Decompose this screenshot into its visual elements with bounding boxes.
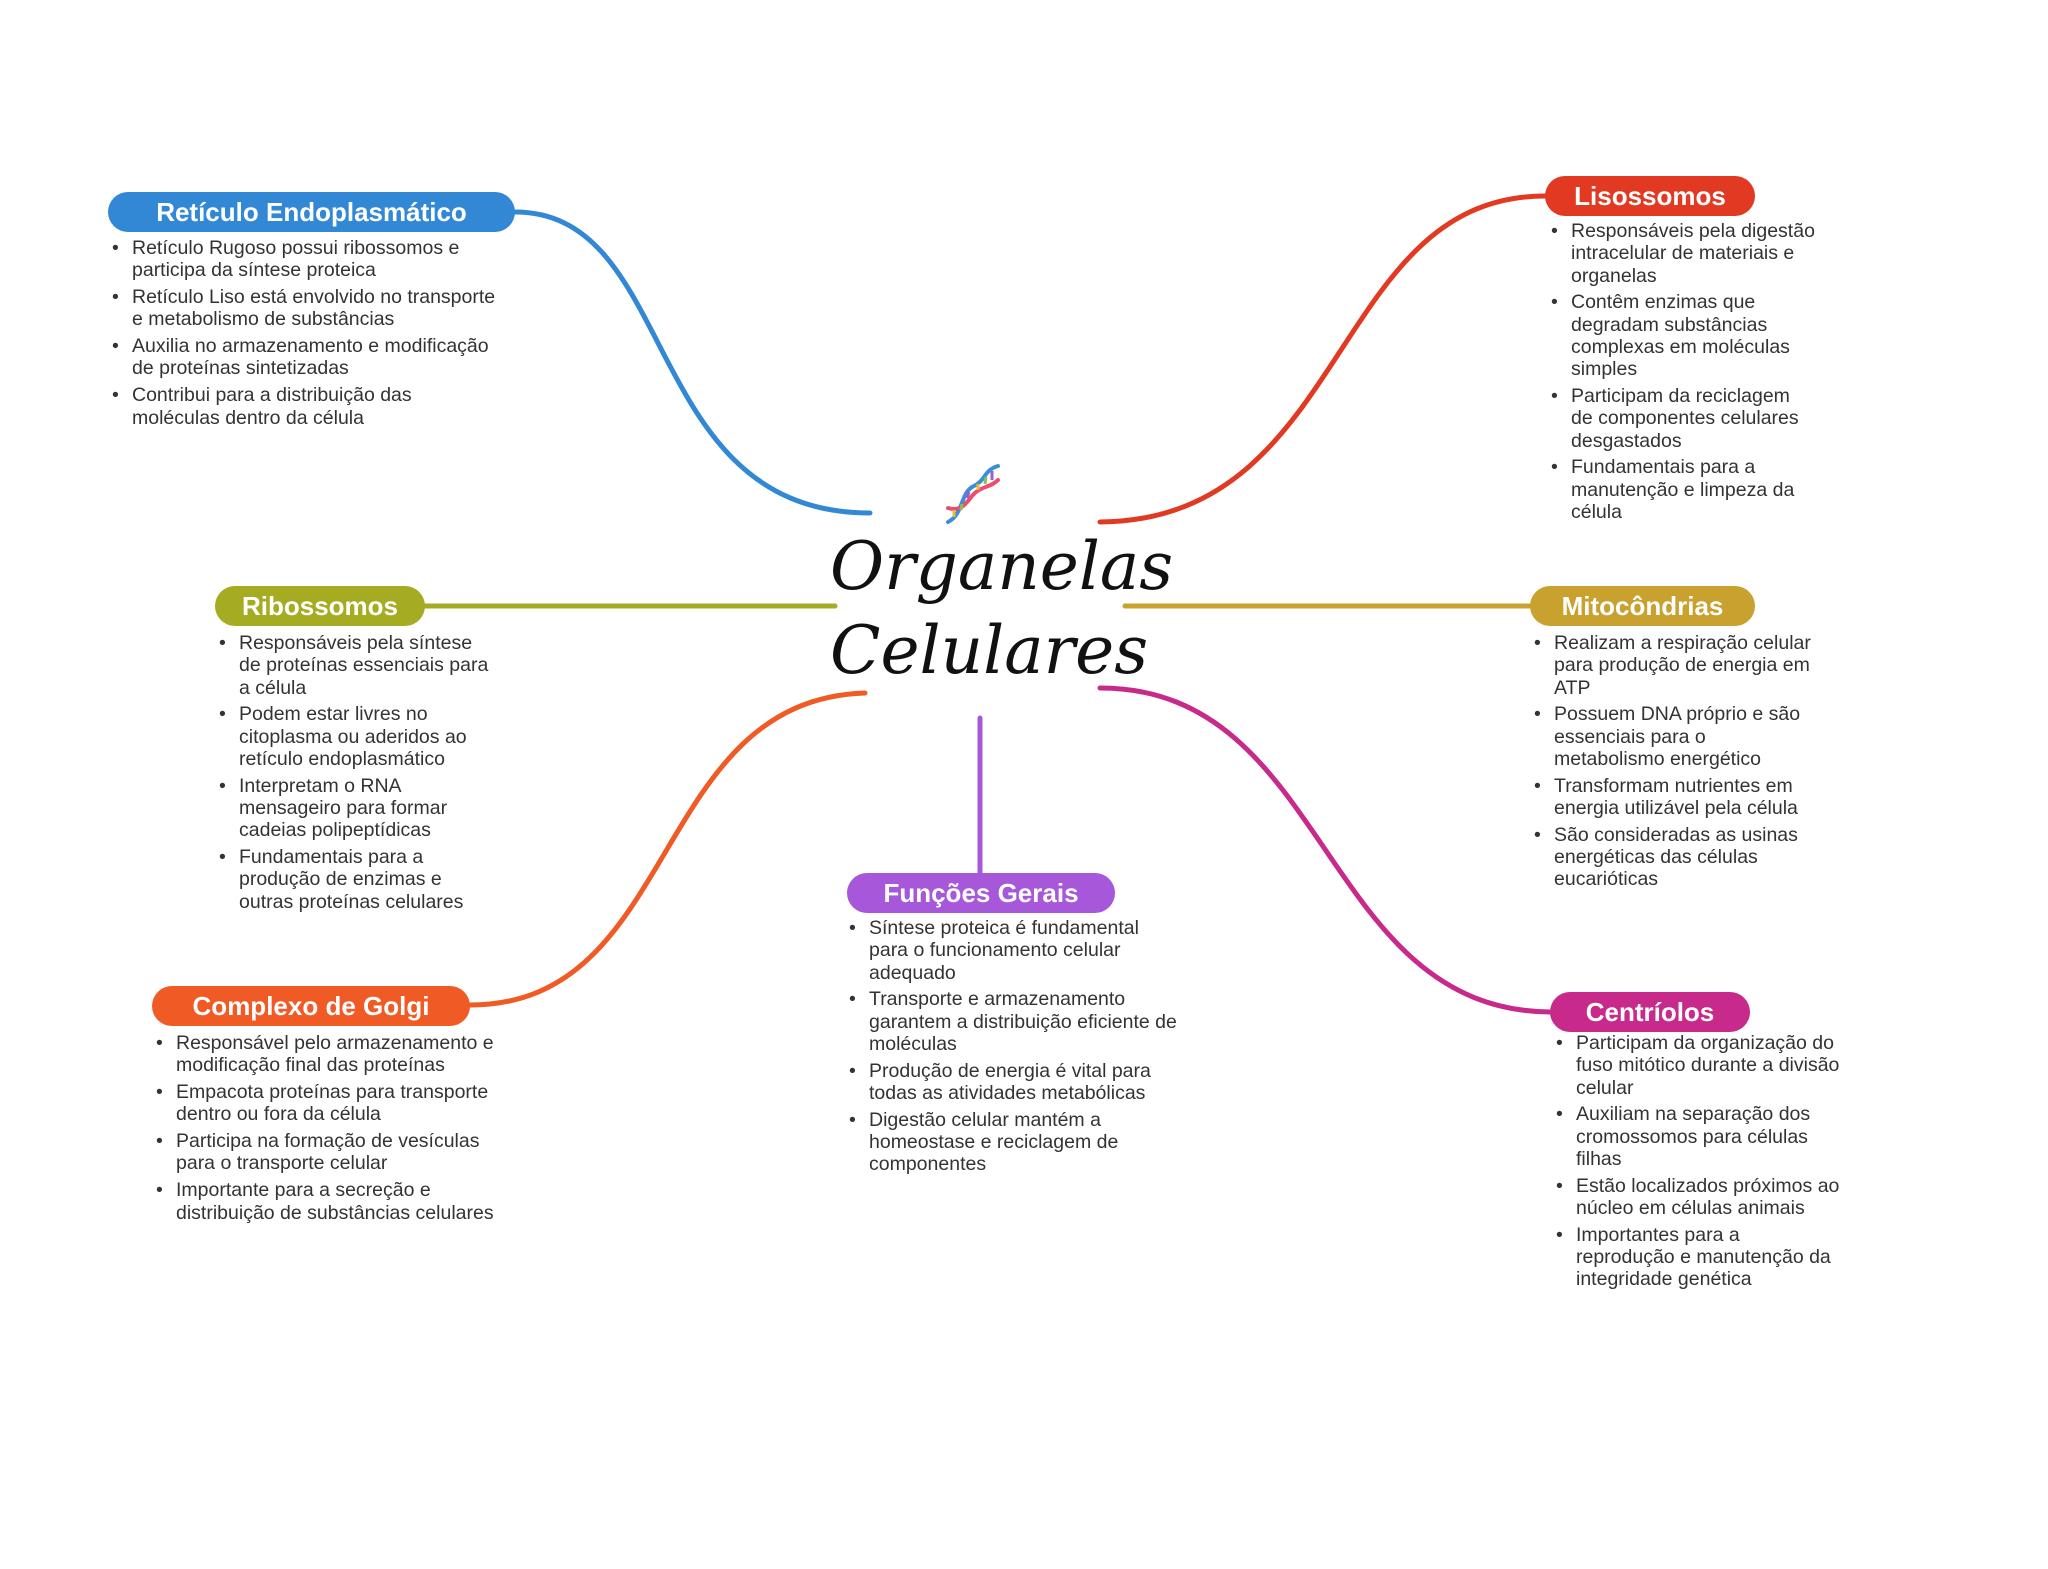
branch-golgi-title: Complexo de Golgi — [152, 986, 470, 1026]
central-title-line1: Organelas — [830, 528, 1174, 605]
branch-lisossomos-list: Responsáveis pela digestão intracelular … — [1547, 220, 1817, 528]
branch-golgi-list: Responsável pelo armazenamento e modific… — [152, 1032, 502, 1228]
link-reticulo — [512, 209, 873, 516]
list-item: Contribui para a distribuição das molécu… — [108, 384, 498, 429]
branch-reticulo-list: Retículo Rugoso possui ribossomos e part… — [108, 237, 498, 433]
list-item: Empacota proteínas para transporte dentr… — [152, 1081, 502, 1126]
list-item: Transformam nutrientes em energia utiliz… — [1530, 775, 1820, 820]
list-item: Retículo Rugoso possui ribossomos e part… — [108, 237, 498, 282]
list-item: Responsáveis pela digestão intracelular … — [1547, 220, 1817, 287]
list-item: Importante para a secreção e distribuiçã… — [152, 1179, 502, 1224]
list-item: Síntese proteica é fundamental para o fu… — [845, 917, 1180, 984]
list-item: Podem estar livres no citoplasma ou ader… — [215, 703, 490, 770]
list-item: Interpretam o RNA mensageiro para formar… — [215, 775, 490, 842]
link-lisossomos — [1097, 193, 1548, 525]
dna-icon — [946, 464, 1000, 524]
list-item: Auxiliam na separação dos cromossomos pa… — [1552, 1103, 1842, 1170]
list-item: Fundamentais para a produção de enzimas … — [215, 846, 490, 913]
branch-ribossomos-title: Ribossomos — [215, 586, 425, 626]
central-title-line2: Celulares — [830, 612, 1149, 689]
list-item: Digestão celular mantém a homeostase e r… — [845, 1109, 1180, 1176]
list-item: Transporte e armazenamento garantem a di… — [845, 988, 1180, 1055]
list-item: Fundamentais para a manutenção e limpeza… — [1547, 456, 1817, 523]
branch-funcoes-title: Funções Gerais — [847, 873, 1115, 913]
branch-ribossomos-list: Responsáveis pela síntese de proteínas e… — [215, 632, 490, 918]
branch-centriolos-list: Participam da organização do fuso mitóti… — [1552, 1032, 1842, 1295]
branch-centriolos-title: Centríolos — [1550, 992, 1750, 1032]
list-item: Possuem DNA próprio e são essenciais par… — [1530, 703, 1820, 770]
branch-funcoes-list: Síntese proteica é fundamental para o fu… — [845, 917, 1180, 1180]
list-item: Importantes para a reprodução e manutenç… — [1552, 1224, 1842, 1291]
list-item: Participam da organização do fuso mitóti… — [1552, 1032, 1842, 1099]
list-item: Contêm enzimas que degradam substâncias … — [1547, 291, 1817, 380]
list-item: Auxilia no armazenamento e modificação d… — [108, 335, 498, 380]
list-item: Responsáveis pela síntese de proteínas e… — [215, 632, 490, 699]
link-golgi — [467, 690, 868, 1008]
list-item: Realizam a respiração celular para produ… — [1530, 632, 1820, 699]
branch-lisossomos-title: Lisossomos — [1545, 176, 1755, 216]
list-item: Participam da reciclagem de componentes … — [1547, 385, 1817, 452]
list-item: Produção de energia é vital para todas a… — [845, 1060, 1180, 1105]
list-item: Responsável pelo armazenamento e modific… — [152, 1032, 502, 1077]
branch-mitocondrias-list: Realizam a respiração celular para produ… — [1530, 632, 1820, 895]
branch-reticulo-title: Retículo Endoplasmático — [108, 192, 515, 232]
list-item: Estão localizados próximos ao núcleo em … — [1552, 1175, 1842, 1220]
branch-mitocondrias-title: Mitocôndrias — [1530, 586, 1755, 626]
link-centriolos — [1097, 685, 1553, 1015]
central-topic: Organelas Celulares — [830, 525, 1174, 693]
list-item: Retículo Liso está envolvido no transpor… — [108, 286, 498, 331]
list-item: São consideradas as usinas energéticas d… — [1530, 824, 1820, 891]
list-item: Participa na formação de vesículas para … — [152, 1130, 502, 1175]
